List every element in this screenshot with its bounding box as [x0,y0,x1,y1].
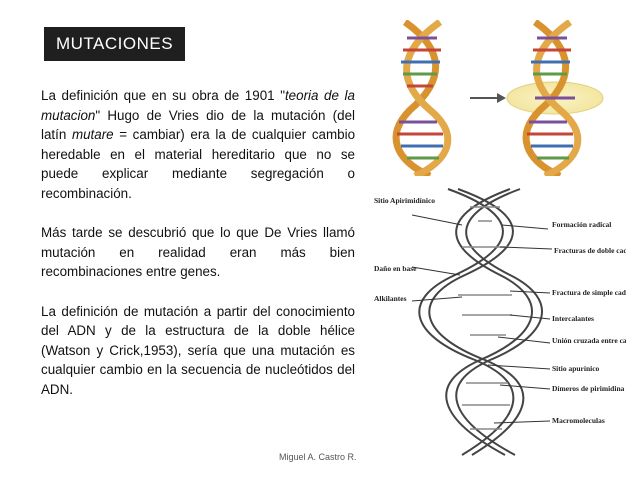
label-sitio-apirimidinico: Sitio Apirimidínico [374,196,435,205]
dna-helix-left [392,20,452,176]
paragraph-2: Más tarde se descubrió que lo que De Vri… [41,225,355,280]
label-fractura-simple-cadena: Fractura de simple cadena [552,288,626,297]
slide-body: La definición que en su obra de 1901 "te… [41,86,355,419]
label-sitio-apurinico: Sitio apurínico [552,364,600,373]
label-alkilantes: Alkilantes [374,294,407,303]
slide-title: MUTACIONES [44,27,185,61]
dna-helix-right [506,20,604,176]
label-fracturas-doble-cadena: Fracturas de doble cadena [554,246,626,255]
label-dimeros-pirimidina: Dímeros de pirimidina [552,384,625,393]
arrow-icon [470,93,506,103]
dna-mutation-illustration [392,20,604,176]
footer-author: Miguel A. Castro R. [279,452,357,462]
dna-damage-diagram: Sitio Apirimidínico Daño en base Alkilan… [374,188,626,456]
label-intercalantes: Intercalantes [552,314,594,323]
label-macromoleculas: Macromoleculas [552,416,605,425]
label-dano-en-base: Daño en base [374,264,417,273]
label-union-cruzada: Unión cruzada entre cadenas [552,336,626,345]
paragraph-3: La definición de mutación a partir del c… [41,303,355,397]
dna-helix-damage [418,188,543,456]
label-formacion-radical: Formación radical [552,220,611,229]
paragraph-1: La definición que en su obra de 1901 "te… [41,88,356,201]
